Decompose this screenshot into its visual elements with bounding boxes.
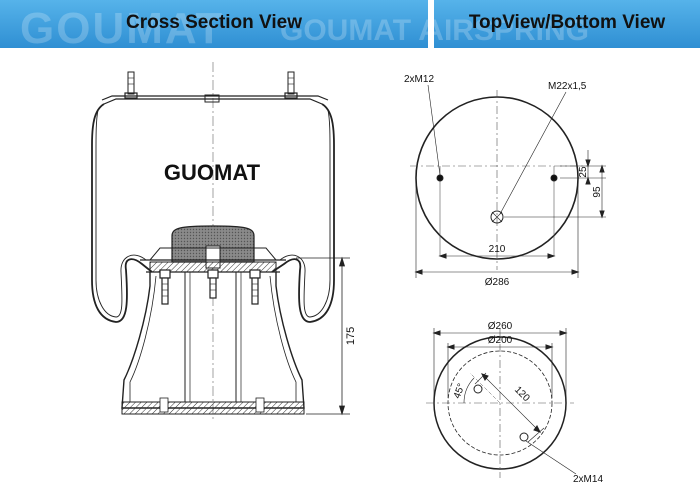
cross-section-drawing bbox=[91, 62, 350, 420]
bottom-inner-diameter: Ø200 bbox=[488, 335, 513, 346]
top-diameter: Ø286 bbox=[485, 277, 510, 288]
watermark-tagline-right: GOUMAT AIRSPRING bbox=[434, 14, 589, 47]
air-inlet-label: M22x1,5 bbox=[548, 81, 587, 92]
top-bolt-label: 2xM12 bbox=[404, 74, 434, 85]
bottom-bolt-hole-upper bbox=[473, 384, 483, 394]
watermark-brand: GOUMAT bbox=[20, 4, 225, 48]
header-top-bottom-view: GOUMAT AIRSPRING TopView/Bottom View bbox=[434, 0, 700, 48]
piston-bolt-center bbox=[207, 269, 219, 299]
top-bolt-hole-left bbox=[436, 174, 444, 182]
bottom-view-drawing bbox=[426, 328, 577, 478]
bottom-bolt-hole-lower bbox=[519, 432, 529, 442]
top-bottom-view-title: TopView/Bottom View bbox=[468, 12, 666, 33]
top-view-drawing bbox=[410, 84, 606, 278]
bottom-angle-label: 45° bbox=[452, 382, 468, 400]
bottom-outer-diameter: Ø260 bbox=[488, 321, 513, 332]
inlet-offset-label: 25 bbox=[578, 166, 589, 178]
bolt-offset-label: 95 bbox=[592, 186, 603, 198]
bottom-bolt-spacing: 120 bbox=[512, 384, 532, 404]
brand-label: GUOMAT bbox=[164, 160, 261, 185]
bottom-bolt-label: 2xM14 bbox=[573, 474, 603, 485]
air-inlet-hole bbox=[490, 210, 504, 224]
cross-section-title: Cross Section View bbox=[126, 12, 302, 33]
top-bolt-spacing: 210 bbox=[489, 244, 506, 255]
top-stud-right bbox=[284, 71, 298, 99]
height-dimension bbox=[296, 256, 350, 416]
height-dim-label: 175 bbox=[345, 327, 357, 345]
piston-bolt-right bbox=[249, 269, 261, 305]
top-bolt-hole-right bbox=[550, 174, 558, 182]
piston-bolt-left bbox=[159, 269, 171, 305]
header-cross-section: GOUMAT GOUMAT AIRSPRING Cross Section Vi… bbox=[0, 0, 428, 48]
top-stud-left bbox=[124, 71, 138, 99]
watermark-tagline: GOUMAT AIRSPRING bbox=[280, 14, 428, 47]
